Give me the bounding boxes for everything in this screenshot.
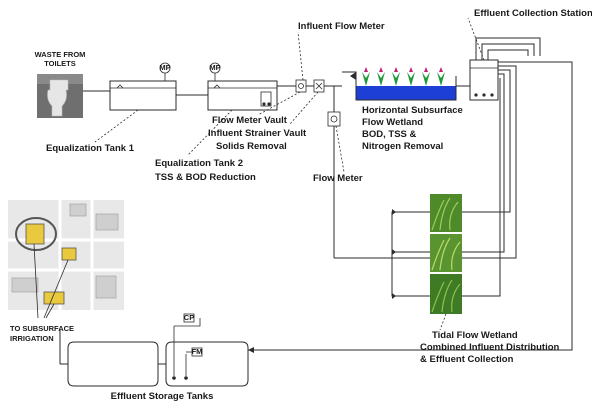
toilet-image xyxy=(37,74,83,118)
eq-tank2-label-line2: TSS & BOD Reduction xyxy=(155,172,256,183)
waste-label-line1: WASTE FROM xyxy=(35,50,86,59)
leader-flow-meter xyxy=(336,126,344,172)
arrow-tidal-2 xyxy=(392,249,396,255)
hssf-label-line1: Horizontal Subsurface xyxy=(362,105,463,116)
control-panel: CP xyxy=(184,313,194,322)
sensor-mp-2: MP xyxy=(209,63,220,81)
pipe-station-loop-1 xyxy=(476,38,540,60)
subsurface-label-line2: IRRIGATION xyxy=(10,334,54,343)
tidal-wetland-photo-1 xyxy=(430,194,462,232)
waste-label-line2: TOILETS xyxy=(44,59,76,68)
svg-text:MP: MP xyxy=(159,63,170,72)
equalization-tank-1 xyxy=(110,81,176,110)
horizontal-subsurface-flow-wetland xyxy=(342,67,456,100)
flow-meter-vault xyxy=(296,80,306,92)
svg-text:FM: FM xyxy=(192,347,203,356)
pipe-station-loop-2 xyxy=(482,44,534,60)
influent-flow-meter-label: Influent Flow Meter xyxy=(298,21,385,32)
leader-strainer-vault xyxy=(290,92,318,124)
tidal-label-line1: Tidal Flow Wetland xyxy=(432,330,518,341)
arrow-tidal-3 xyxy=(392,293,396,299)
influent-strainer-vault xyxy=(314,80,324,92)
leader-influent-flow-meter xyxy=(298,32,303,80)
eq-tank2-label-line1: Equalization Tank 2 xyxy=(155,158,243,169)
solids-removal-label: Solids Removal xyxy=(216,141,287,152)
storage-tanks-label: Effluent Storage Tanks xyxy=(111,391,214,402)
leader-tidal xyxy=(440,314,446,330)
arrow-to-storage xyxy=(248,347,254,353)
hssf-label-line2: Flow Wetland xyxy=(362,117,423,128)
sensor-mp-1: MP xyxy=(159,63,170,81)
effluent-collection-station xyxy=(470,60,498,100)
site-map xyxy=(8,200,124,318)
effluent-station-label: Effluent Collection Station xyxy=(474,8,592,19)
effluent-storage-tank-left xyxy=(68,342,158,386)
tidal-label-line2: Combined Influent Distribution xyxy=(420,342,560,353)
flow-meter-label: Flow Meter xyxy=(313,173,363,184)
tidal-label-line3: & Effluent Collection xyxy=(420,354,514,365)
tidal-wetland-photo-2 xyxy=(430,234,462,272)
arrow-tidal-1 xyxy=(392,209,396,215)
pipe-to-tidal-3 xyxy=(462,78,500,296)
flow-meter xyxy=(328,112,340,126)
leader-eq-tank1 xyxy=(95,110,138,142)
pipe-to-tidal-2 xyxy=(462,74,504,252)
subsurface-label-line1: TO SUBSURFACE xyxy=(10,324,74,333)
pipe-station-loop-3 xyxy=(488,50,528,60)
effluent-storage-tank-right xyxy=(166,318,248,386)
hssf-label-line4: Nitrogen Removal xyxy=(362,141,443,152)
hssf-label-line3: BOD, TSS & xyxy=(362,129,417,140)
tidal-wetland-photo-3 xyxy=(430,274,462,314)
svg-text:CP: CP xyxy=(184,313,194,322)
influent-strainer-vault-label: Influent Strainer Vault xyxy=(208,128,307,139)
wetland-plants xyxy=(362,67,445,86)
eq-tank1-label: Equalization Tank 1 xyxy=(46,143,135,154)
wetland-water xyxy=(356,86,456,100)
svg-text:MP: MP xyxy=(209,63,220,72)
equalization-tank-2 xyxy=(208,81,277,110)
flow-meter-vault-label: Flow Meter Vault xyxy=(212,115,288,126)
pipe-tidal-left-manifold xyxy=(392,212,430,296)
